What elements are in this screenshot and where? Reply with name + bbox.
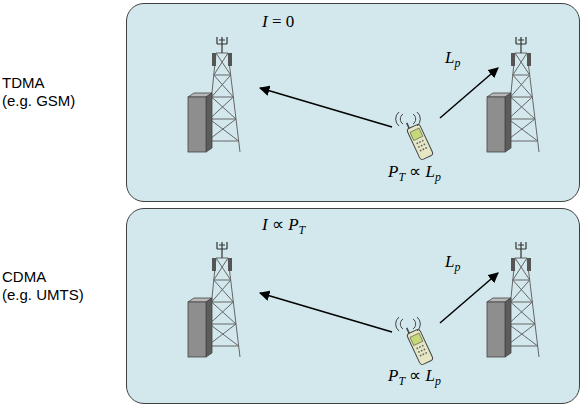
signal-arrow xyxy=(260,293,392,332)
base-station-tower xyxy=(188,242,240,357)
base-station-tower xyxy=(487,242,539,357)
formula-label: I ∝ PT xyxy=(262,215,305,235)
formula-label: I = 0 xyxy=(262,12,294,32)
base-station-tower xyxy=(188,37,240,152)
signal-arrow xyxy=(260,88,392,127)
mobile-phone xyxy=(396,112,434,160)
base-station-tower xyxy=(487,37,539,152)
formula-label: Lp xyxy=(445,252,460,272)
signal-arrow xyxy=(440,273,498,323)
formula-label: PT ∝ Lp xyxy=(388,366,441,386)
access-scheme-heading: TDMA (e.g. GSM) xyxy=(2,74,75,110)
mobile-phone xyxy=(396,317,434,365)
formula-label: Lp xyxy=(445,48,460,68)
formula-label: PT ∝ Lp xyxy=(388,162,441,182)
access-scheme-heading: CDMA (e.g. UMTS) xyxy=(2,268,84,304)
signal-arrow xyxy=(440,68,498,118)
